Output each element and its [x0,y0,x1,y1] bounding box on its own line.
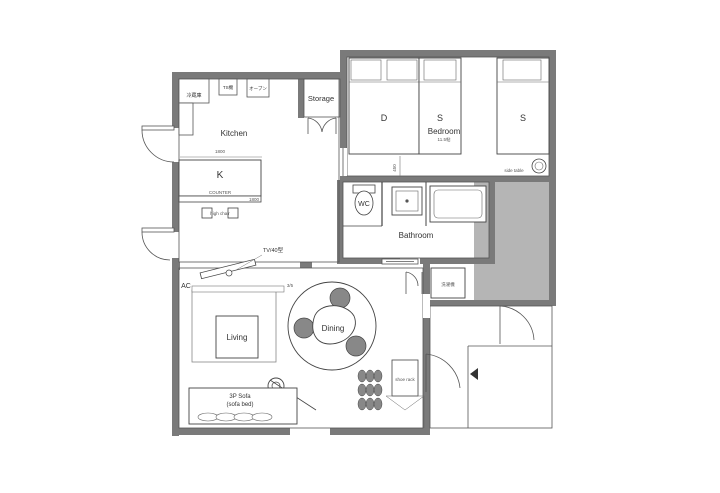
oven-label: オーブン [249,85,267,91]
washer-icon [430,267,466,299]
kitchen-counter [178,195,262,203]
wc-room-label: WC [358,201,370,208]
storage-doors [307,117,337,134]
tv-dim-label: 3/5 [287,283,294,288]
kitchen-doors [141,125,175,261]
bathtub-icon [429,185,487,223]
bed-dim-label: 450 [392,164,397,172]
oven-icon [246,78,270,98]
tv-label: TV/40型 [263,246,284,254]
living-room-label: Living [227,333,248,342]
bathroom-fixtures [343,182,487,227]
bed-d-label: D [381,113,388,123]
kitchen-shelf [178,102,194,136]
fridge-label: 冷蔵庫 [186,92,201,99]
balcony-area [474,182,550,304]
counter-label: COUNTER [209,190,232,195]
entrance-arrow-icon [470,368,478,380]
side-table [531,158,547,174]
washer-label: 洗濯機 [441,281,455,288]
kitchen-island-label: K [217,170,224,181]
fridge-icon [178,78,210,104]
closet-door [405,271,423,294]
high-chair-label: high chair [210,211,230,216]
microwave-label: TS機 [223,84,234,91]
walls [172,50,556,436]
counter-dim: 1800 [249,197,260,202]
bed-s1-label: S [437,113,443,123]
dining-chairs [293,287,367,357]
kitchen-island [178,159,262,197]
dining-room-label: Dining [322,324,345,333]
living-rug [215,315,259,359]
bedroom-door [340,148,347,176]
side-table-label: side table [504,168,524,173]
bedroom-room-label: Bedroom [428,127,461,136]
tv-board [191,285,285,293]
high-chair-1 [201,207,213,219]
shoe-rack [391,359,419,397]
bedroom-furniture: side table 450 [348,57,550,176]
shoe-rack-label: shoe rack [395,377,415,382]
bathroom-door [381,258,419,265]
ac-label: AC [181,283,191,290]
sofa-label-line2: (sofa bed) [226,402,253,408]
bathroom-room-label: Bathroom [399,231,434,240]
kitchen-top-dim: 1800 [215,149,226,154]
sofa-label-line1: 3P Sofa [229,394,251,400]
high-chair-2 [227,207,239,219]
bedroom-size-label: 11.5帖 [438,136,451,143]
kitchen-room-label: Kitchen [221,129,248,138]
toilet-icon [354,190,374,216]
kitchen-appliances: 冷蔵庫 TS機 オーブン [178,78,270,136]
bed-s2-label: S [520,113,526,123]
shoe-pairs [357,369,383,411]
dining-table [312,305,356,345]
storage-room-label: Storage [308,94,334,103]
microwave-icon [218,78,238,96]
entrance-doors [423,294,535,392]
